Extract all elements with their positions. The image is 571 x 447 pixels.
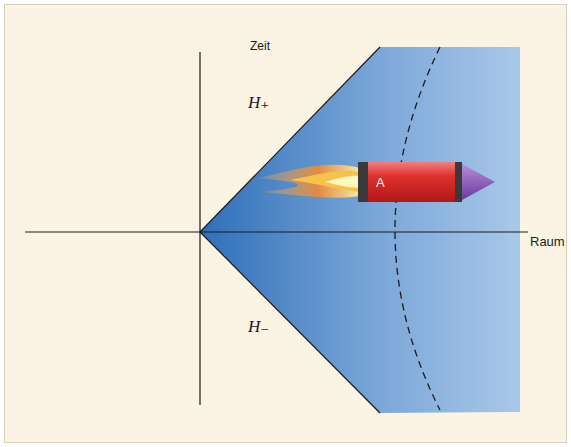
axis-label: Raum bbox=[530, 235, 565, 248]
hyperbola-worldline bbox=[395, 47, 440, 410]
rocket-nose bbox=[462, 164, 495, 200]
horizon-line bbox=[200, 232, 380, 413]
rocket-label-box: A bbox=[368, 162, 455, 202]
frame bbox=[5, 5, 567, 443]
space-axis bbox=[25, 231, 528, 232]
axis-label: Zeit bbox=[250, 40, 270, 52]
rocket-band bbox=[455, 162, 462, 202]
horizon-label: H₊ bbox=[248, 94, 269, 111]
time-axis bbox=[199, 52, 200, 405]
rocket-flame bbox=[258, 165, 360, 198]
rindler-wedge bbox=[200, 47, 520, 413]
rocket-label: A bbox=[376, 176, 385, 189]
rocket-band bbox=[358, 162, 368, 202]
rocket-body bbox=[358, 162, 458, 202]
horizon-label: H₋ bbox=[248, 318, 269, 335]
horizon-line bbox=[200, 47, 380, 232]
